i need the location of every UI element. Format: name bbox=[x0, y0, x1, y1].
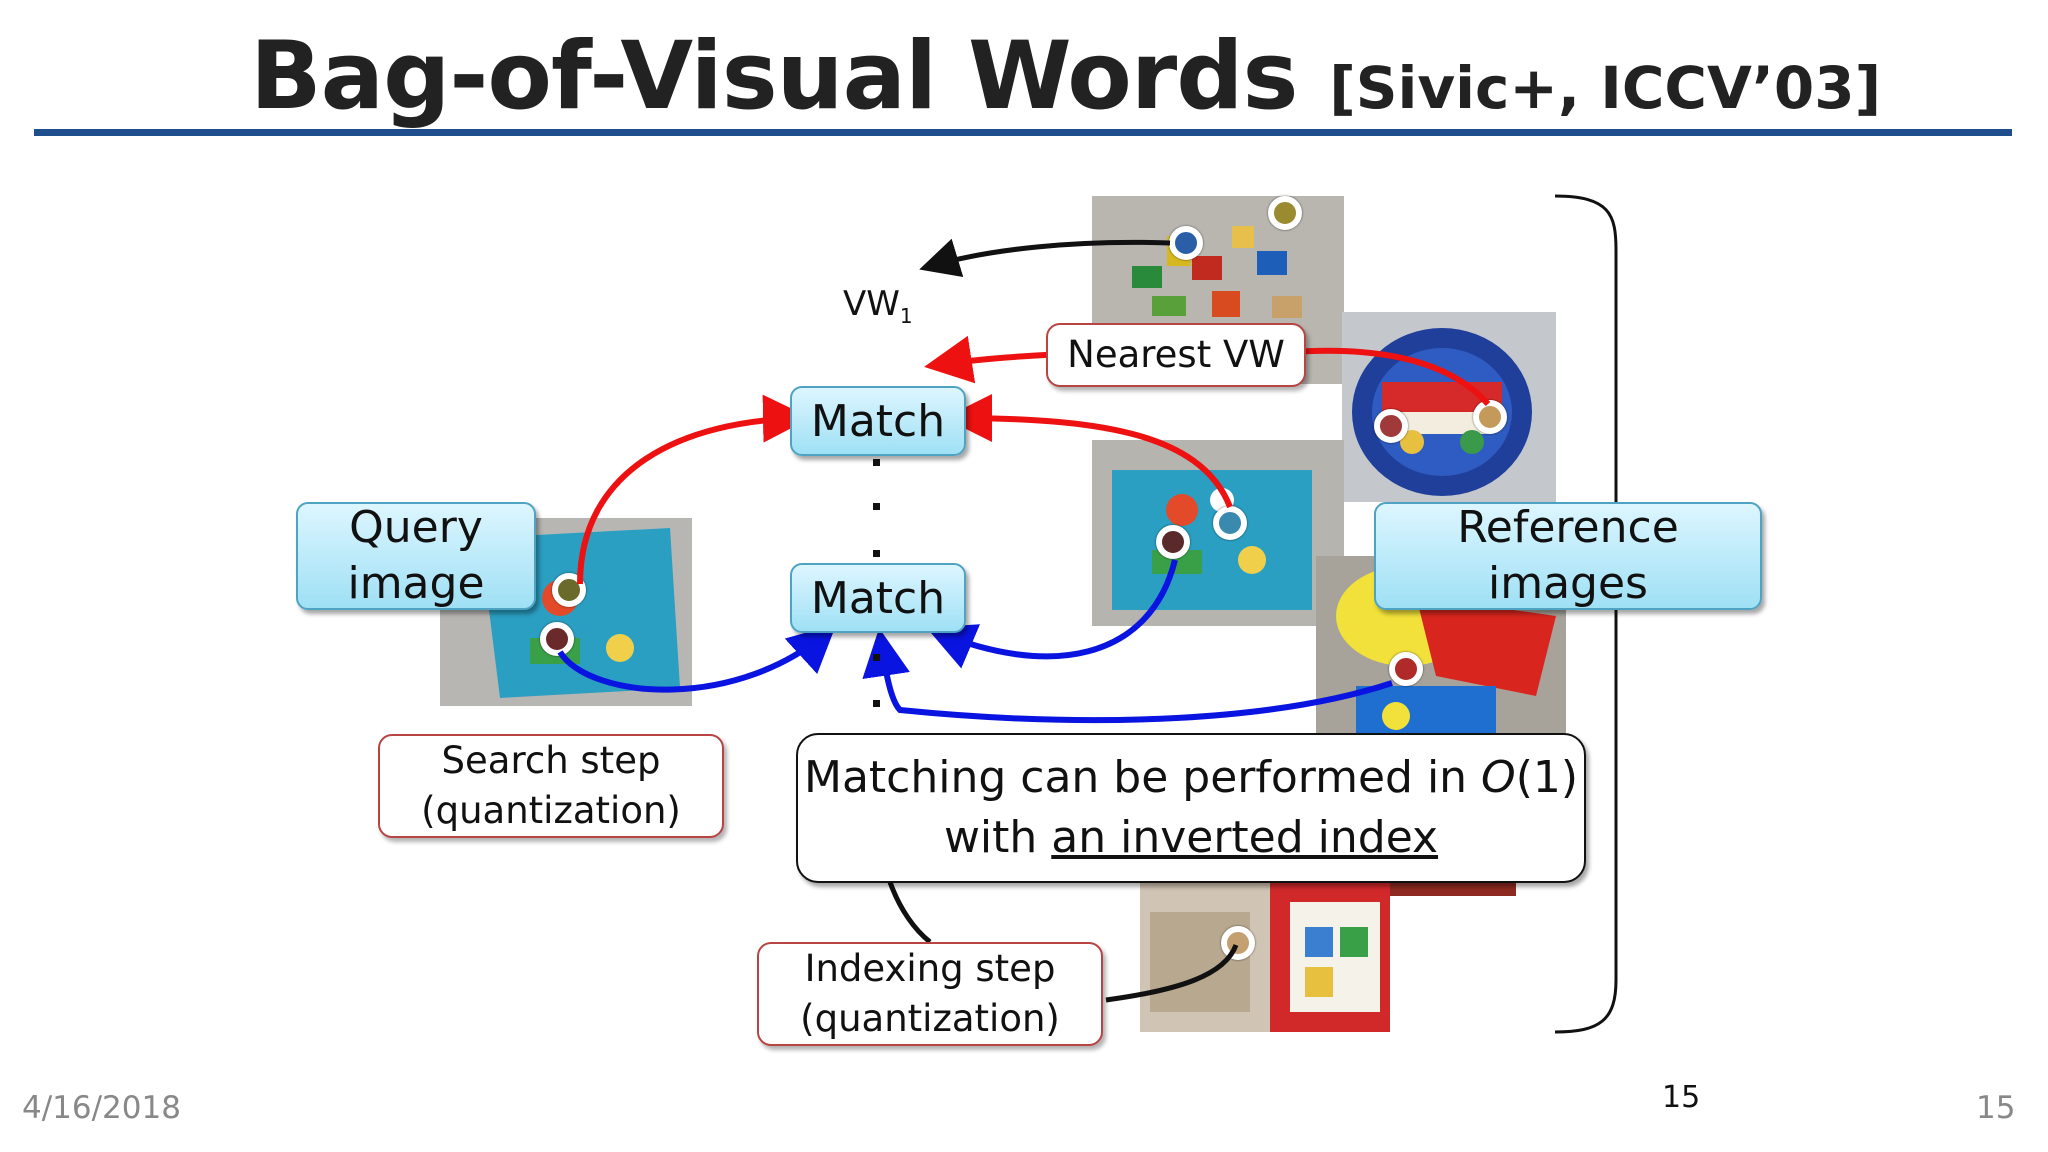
reference-images-box: Reference images bbox=[1374, 502, 1762, 610]
indexing-connector-right bbox=[1105, 944, 1239, 1003]
matching-note-box: Matching can be performed in O(1) with a… bbox=[796, 733, 1586, 883]
keypoint-circle-icon bbox=[1221, 926, 1255, 960]
reference-photo-tin bbox=[1342, 312, 1556, 502]
slide-title: Bag-of-Visual Words [Sivic+, ICCV’03] bbox=[250, 22, 1881, 131]
inverted-index-text: an inverted index bbox=[1051, 812, 1439, 863]
match-box-bottom: Match bbox=[790, 563, 966, 633]
indexing-connector-left bbox=[887, 881, 932, 944]
reference-blue-arrow-1 bbox=[926, 559, 1178, 669]
keypoint-circle-icon bbox=[540, 622, 574, 656]
title-citation: [Sivic+, ICCV’03] bbox=[1329, 54, 1882, 122]
match-box-top: Match bbox=[790, 386, 966, 456]
keypoint-circle-icon bbox=[552, 573, 586, 607]
reference-label-line2: images bbox=[1488, 558, 1648, 609]
reference-to-match-arrow bbox=[944, 394, 1233, 509]
note-line2: with an inverted index bbox=[943, 812, 1439, 863]
reference-photo-puzzle bbox=[1092, 440, 1344, 626]
ellipsis-dot bbox=[873, 550, 880, 557]
ellipsis-dot bbox=[873, 654, 880, 661]
footer-date: 4/16/2018 bbox=[22, 1090, 181, 1126]
vw-arrow bbox=[919, 238, 1171, 278]
keypoint-circle-icon bbox=[1169, 226, 1203, 260]
query-label-line1: Query bbox=[349, 502, 483, 553]
ellipsis-dot bbox=[873, 503, 880, 510]
search-step-label: Search step (quantization) bbox=[378, 734, 724, 838]
reference-photo-shapes bbox=[1140, 872, 1390, 1032]
query-to-match-arrow bbox=[577, 394, 811, 585]
title-main: Bag-of-Visual Words bbox=[250, 22, 1298, 131]
nearest-vw-label: Nearest VW bbox=[1046, 323, 1306, 387]
query-label-line2: image bbox=[347, 558, 485, 609]
reference-label-line1: Reference bbox=[1457, 502, 1679, 553]
keypoint-circle-icon bbox=[1473, 400, 1507, 434]
ellipsis-dot bbox=[873, 700, 880, 707]
keypoint-circle-icon bbox=[1389, 652, 1423, 686]
title-underline-rule bbox=[34, 129, 2012, 136]
reference-blue-arrow-2 bbox=[862, 628, 1393, 724]
query-blue-arrow bbox=[557, 623, 837, 693]
keypoint-circle-icon bbox=[1268, 196, 1302, 230]
keypoint-circle-icon bbox=[1374, 409, 1408, 443]
vw-label: VW1 bbox=[843, 284, 913, 328]
query-image-box: Query image bbox=[296, 502, 536, 610]
indexing-step-label: Indexing step (quantization) bbox=[757, 942, 1103, 1046]
note-line1: Matching can be performed in O(1) bbox=[803, 752, 1579, 803]
reference-brace bbox=[1554, 194, 1618, 1034]
ellipsis-dot bbox=[873, 459, 880, 466]
keypoint-circle-icon bbox=[1156, 525, 1190, 559]
match-label-bottom: Match bbox=[810, 572, 946, 624]
match-label-top: Match bbox=[810, 395, 946, 447]
footer-page-number-center: 15 bbox=[1662, 1080, 1701, 1115]
keypoint-circle-icon bbox=[1213, 506, 1247, 540]
footer-page-number-right: 15 bbox=[1976, 1090, 2016, 1126]
